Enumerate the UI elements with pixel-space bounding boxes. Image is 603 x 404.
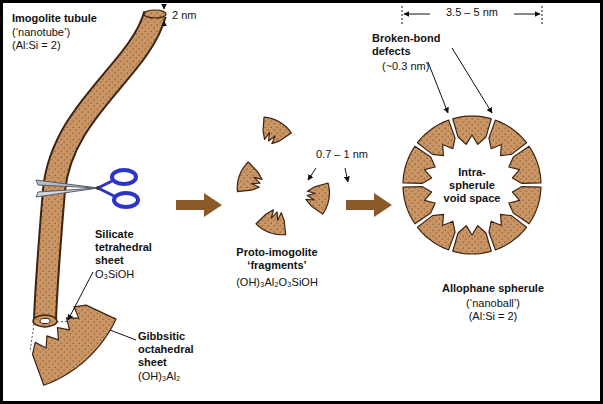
- sheet-segment: [417, 214, 455, 249]
- sheet-segment: [32, 305, 116, 385]
- part-heading: Allophane spherule: [428, 282, 558, 295]
- process-arrows: [176, 193, 392, 217]
- imogolite-tube: [33, 10, 166, 327]
- allophane-spherule: Intra-spherule void space: [402, 115, 542, 255]
- sheet-segment: [263, 117, 291, 143]
- part-note: (~0.3 nm): [382, 60, 442, 73]
- void-label: Intra-spherule void space: [441, 166, 503, 205]
- sheet-segment: [256, 210, 286, 235]
- wall-section: [32, 305, 116, 385]
- sheet-segment: [489, 120, 527, 155]
- scissors-symbol: [36, 170, 138, 207]
- part-note: (OH)₃Al₂O₃SiOH: [212, 276, 342, 289]
- part-note: O₃SiOH: [95, 268, 155, 281]
- part-heading: Broken-bond defects: [372, 32, 454, 58]
- part-note: 2 nm: [172, 9, 212, 22]
- proto-imogolite-fragments: [237, 117, 329, 235]
- part-note: (‘nanotube’) (Al:Si = 2): [12, 26, 84, 52]
- part-note: (‘nanoball’) (Al:Si = 2): [453, 297, 533, 323]
- part-note: 3.5 – 5 nm: [432, 6, 512, 19]
- sheet-segment: [417, 120, 455, 155]
- sheet-segment: [306, 183, 330, 214]
- sheet-segment: [237, 162, 262, 192]
- part-note: (OH)₃Al₂: [138, 370, 198, 383]
- thickness-marks: [164, 4, 165, 26]
- part-heading: Proto-imogolite ‘fragments’: [222, 246, 332, 272]
- sheet-segment: [509, 146, 541, 183]
- part-heading: Imogolite tubule: [12, 12, 132, 25]
- sheet-segment: [489, 214, 527, 249]
- part-heading: Silicate tetrahedral sheet: [95, 228, 167, 267]
- part-heading: Gibbsitic octahedral sheet: [138, 330, 216, 369]
- sheet-segment: [403, 187, 435, 224]
- part-note: 0.7 – 1 nm: [316, 148, 376, 161]
- sheet-segment: [453, 226, 492, 254]
- sheet-segment: [453, 116, 492, 144]
